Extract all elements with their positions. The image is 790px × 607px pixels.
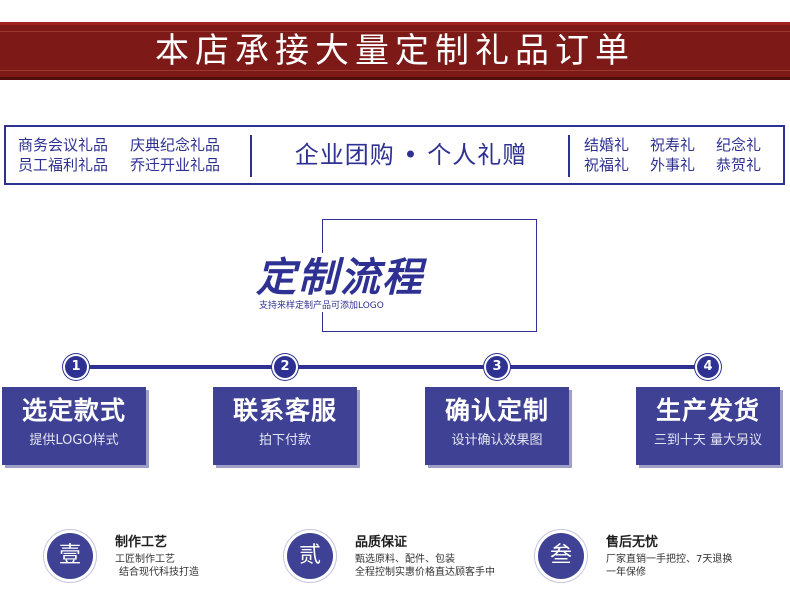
personal-gift-list: 结婚礼 祝寿礼 纪念礼 祝福礼 外事礼 恭贺礼 <box>584 135 784 175</box>
divider <box>568 135 570 177</box>
category-item: 员工福利礼品 <box>18 156 109 174</box>
feature-desc: 结合现代科技打造 <box>119 567 199 578</box>
category-item: 纪念礼 <box>716 136 762 154</box>
feature-title: 售后无忧 <box>606 535 659 550</box>
category-item: 祝福礼 <box>584 156 630 174</box>
craft-icon: 壹 <box>47 533 93 579</box>
process-title: 定制流程 <box>256 255 424 301</box>
feature-desc: 厂家直销一手把控、7天退换 <box>606 554 733 565</box>
step-desc: 提供LOGO样式 <box>29 433 119 448</box>
step-number-badge: 1 <box>65 356 87 378</box>
banner-bar <box>0 22 790 80</box>
step-title: 确认定制 <box>444 396 549 425</box>
feature-desc: 甄选原料、配件、包装 <box>355 554 455 565</box>
feature-desc: 一年保修 <box>606 567 646 578</box>
step-title: 生产发货 <box>655 396 760 425</box>
process-title-block: 定制流程 <box>252 253 512 303</box>
feature-title: 品质保证 <box>355 535 408 550</box>
process-timeline <box>78 365 708 369</box>
feature-after-sales: 售后无忧 厂家直销一手把控、7天退换 一年保修 <box>606 535 786 579</box>
step-desc: 三到十天 量大另议 <box>653 433 763 448</box>
step-card-select-style: 选定款式 提供LOGO样式 <box>2 387 146 465</box>
step-card-confirm-custom: 确认定制 设计确认效果图 <box>425 387 569 465</box>
category-item: 庆典纪念礼品 <box>130 136 221 154</box>
banner-title: 本店承接大量定制礼品订单 <box>155 31 635 71</box>
category-item: 外事礼 <box>650 156 696 174</box>
divider <box>250 135 252 177</box>
top-banner: 本店承接大量定制礼品订单 <box>0 0 790 88</box>
category-item: 祝寿礼 <box>650 136 696 154</box>
step-title: 联系客服 <box>232 396 337 425</box>
step-desc: 拍下付款 <box>258 433 311 448</box>
feature-desc: 全程控制实惠价格直达顾客手中 <box>355 567 495 578</box>
gift-category-box: 商务会议礼品 庆典纪念礼品 员工福利礼品 乔迁开业礼品 企业团购 • 个人礼赠 结婚… <box>4 125 785 185</box>
category-item: 结婚礼 <box>584 136 630 154</box>
feature-quality: 品质保证 甄选原料、配件、包装 全程控制实惠价格直达顾客手中 <box>355 535 535 579</box>
category-item: 恭贺礼 <box>716 156 762 174</box>
quality-icon: 贰 <box>287 533 333 579</box>
category-item: 乔迁开业礼品 <box>130 156 221 174</box>
step-title: 选定款式 <box>21 396 126 425</box>
step-card-production-shipping: 生产发货 三到十天 量大另议 <box>636 387 780 465</box>
after-sales-icon: 叁 <box>538 533 584 579</box>
feature-desc: 工匠制作工艺 <box>115 554 175 565</box>
category-item: 商务会议礼品 <box>18 136 109 154</box>
process-subtitle: 支持来样定制产品可添加LOGO <box>259 300 388 312</box>
step-number-badge: 3 <box>486 356 508 378</box>
feature-title: 制作工艺 <box>115 535 168 550</box>
feature-craft: 制作工艺 工匠制作工艺 结合现代科技打造 <box>115 535 265 579</box>
step-card-contact-service: 联系客服 拍下付款 <box>213 387 357 465</box>
business-gift-list: 商务会议礼品 庆典纪念礼品 员工福利礼品 乔迁开业礼品 <box>18 135 248 175</box>
step-number-badge: 2 <box>274 356 296 378</box>
step-number-badge: 4 <box>697 356 719 378</box>
step-desc: 设计确认效果图 <box>451 433 543 448</box>
slogan: 企业团购 • 个人礼赠 <box>294 141 528 169</box>
